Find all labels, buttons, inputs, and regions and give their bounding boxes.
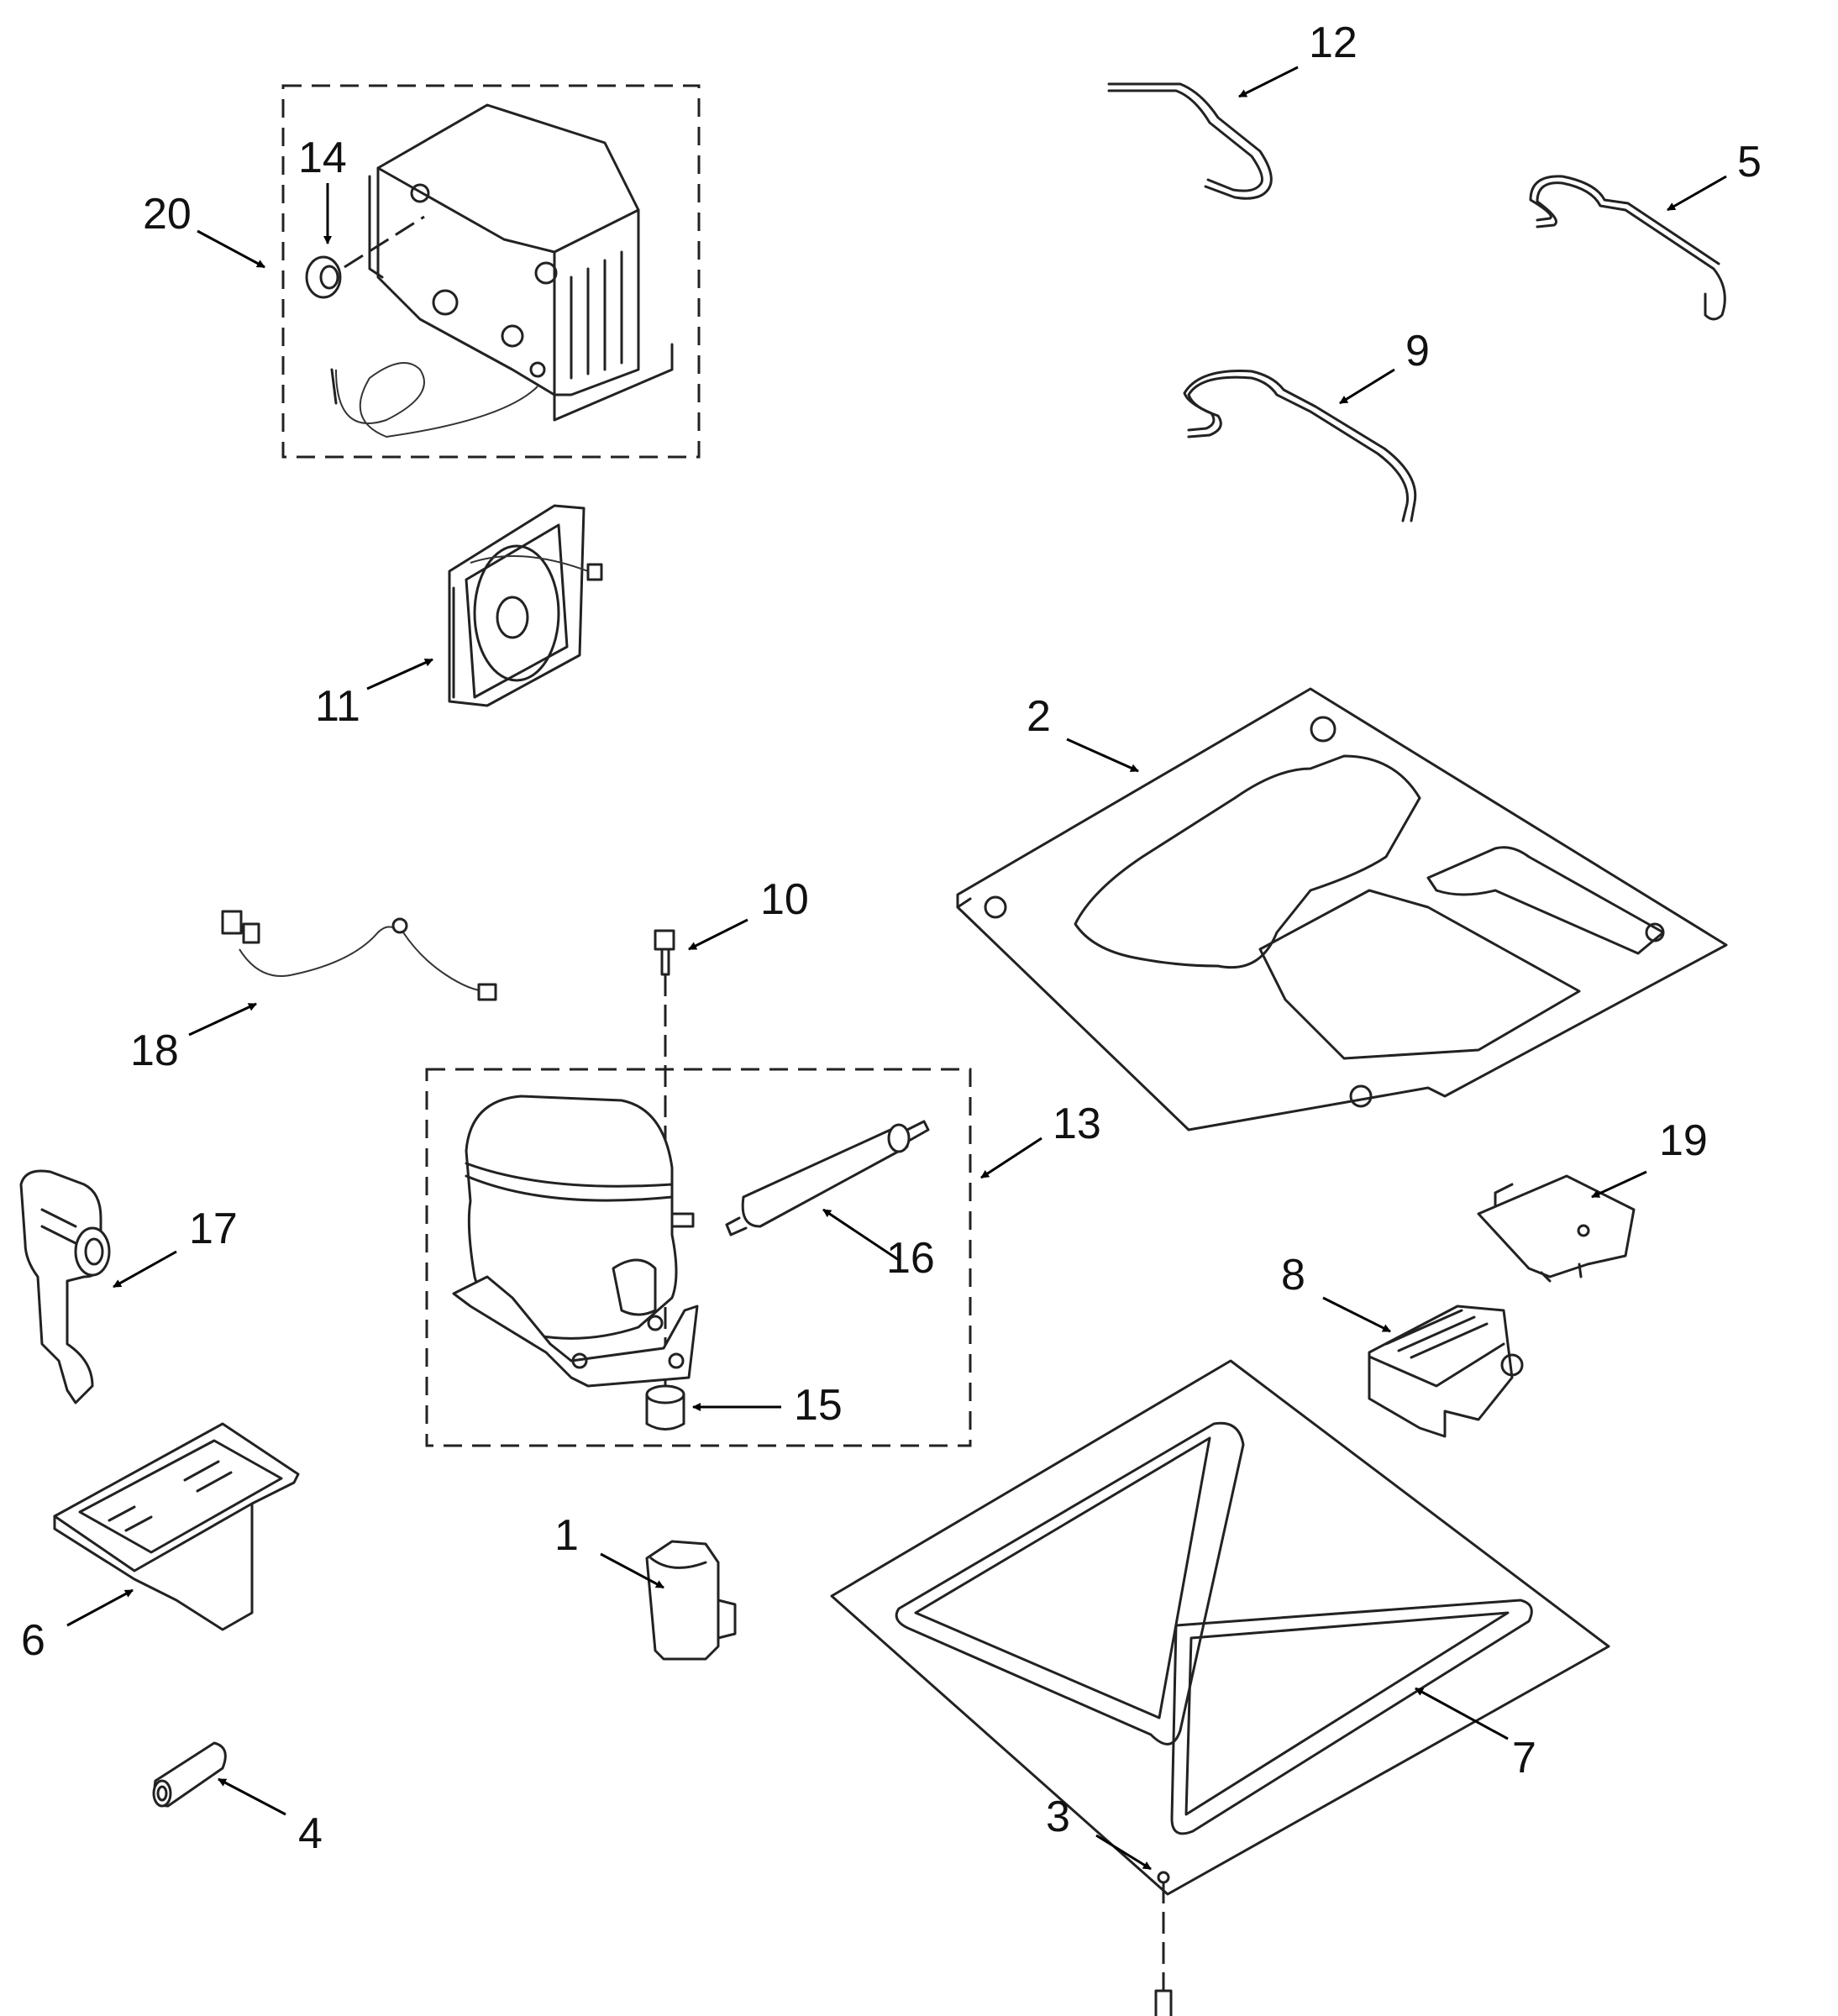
callout-16: 16	[886, 1234, 935, 1283]
callout-5: 5	[1737, 138, 1762, 186]
callout-11: 11	[315, 682, 360, 731]
callout-7: 7	[1512, 1734, 1536, 1782]
part-16-drier	[725, 1120, 930, 1236]
callout-19: 19	[1659, 1116, 1708, 1165]
assembly-13-box	[425, 1068, 972, 1447]
callout-17: 17	[189, 1205, 238, 1253]
callout-4: 4	[298, 1809, 323, 1858]
part-17-valve	[19, 1169, 111, 1404]
part-8-control-box	[1368, 1305, 1524, 1438]
callout-leaders	[66, 66, 1727, 1871]
part-9-tube	[1183, 370, 1417, 522]
part-14-grommet	[305, 215, 425, 299]
part-12-tube	[1107, 82, 1273, 200]
part-13-compressor	[452, 1095, 699, 1388]
callout-20: 20	[143, 190, 192, 239]
part-18-wire-harness	[221, 910, 497, 1001]
callout-15: 15	[794, 1381, 843, 1430]
part-6-control-housing	[53, 1422, 300, 1631]
callout-3: 3	[1046, 1793, 1070, 1841]
callout-14: 14	[298, 134, 347, 182]
part-3-screw	[1154, 1882, 1173, 2016]
part-19-bracket	[1477, 1174, 1636, 1283]
part-20-condenser	[330, 103, 674, 438]
part-2-base-pan	[956, 687, 1728, 1131]
callout-6: 6	[21, 1616, 45, 1665]
part-4-sleeve	[152, 1741, 227, 1808]
part-7-bottom-plate	[830, 1359, 1610, 1896]
callout-9: 9	[1405, 327, 1430, 375]
part-15-grommet	[645, 1384, 685, 1431]
part-11-fan-assembly	[448, 504, 603, 707]
part-1-relay	[645, 1540, 737, 1661]
callout-1: 1	[554, 1511, 579, 1560]
callout-18: 18	[130, 1026, 179, 1075]
callout-2: 2	[1027, 692, 1051, 741]
callout-12: 12	[1309, 18, 1357, 67]
callout-13: 13	[1053, 1100, 1101, 1148]
part-5-tube	[1529, 175, 1726, 321]
assembly-20-box	[281, 84, 701, 459]
callout-8: 8	[1281, 1251, 1305, 1299]
callout-10: 10	[760, 875, 809, 924]
